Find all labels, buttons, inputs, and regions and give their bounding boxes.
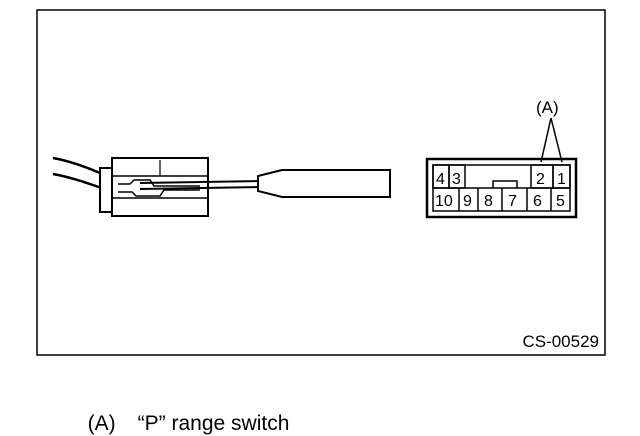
callout-label: (A): [536, 98, 559, 117]
pin-label-9: 9: [463, 193, 472, 210]
pin-label-6: 6: [533, 193, 542, 210]
legend-key: (A): [87, 412, 116, 435]
pin-label-5: 5: [556, 193, 565, 210]
key-notch: [492, 180, 518, 188]
pin-label-10: 10: [435, 193, 453, 210]
probe: [139, 169, 391, 198]
legend-text: “P” range switch: [137, 412, 290, 435]
pin-label-1: 1: [557, 171, 566, 188]
figure-code: CS-00529: [522, 332, 599, 351]
diagram-frame: [36, 9, 606, 356]
pin-label-8: 8: [484, 193, 493, 210]
pin-label-7: 7: [508, 193, 517, 210]
legend-caption: (A) “P” range switch: [76, 388, 290, 436]
pin-label-3: 3: [452, 171, 461, 188]
connector-body: [99, 157, 209, 217]
connector-face: 4 3 2 1 10 9 8 7 6 5: [425, 157, 578, 219]
pin-label-2: 2: [536, 171, 545, 188]
callout-leader-lines: [540, 117, 563, 163]
pin-label-4: 4: [436, 171, 445, 188]
